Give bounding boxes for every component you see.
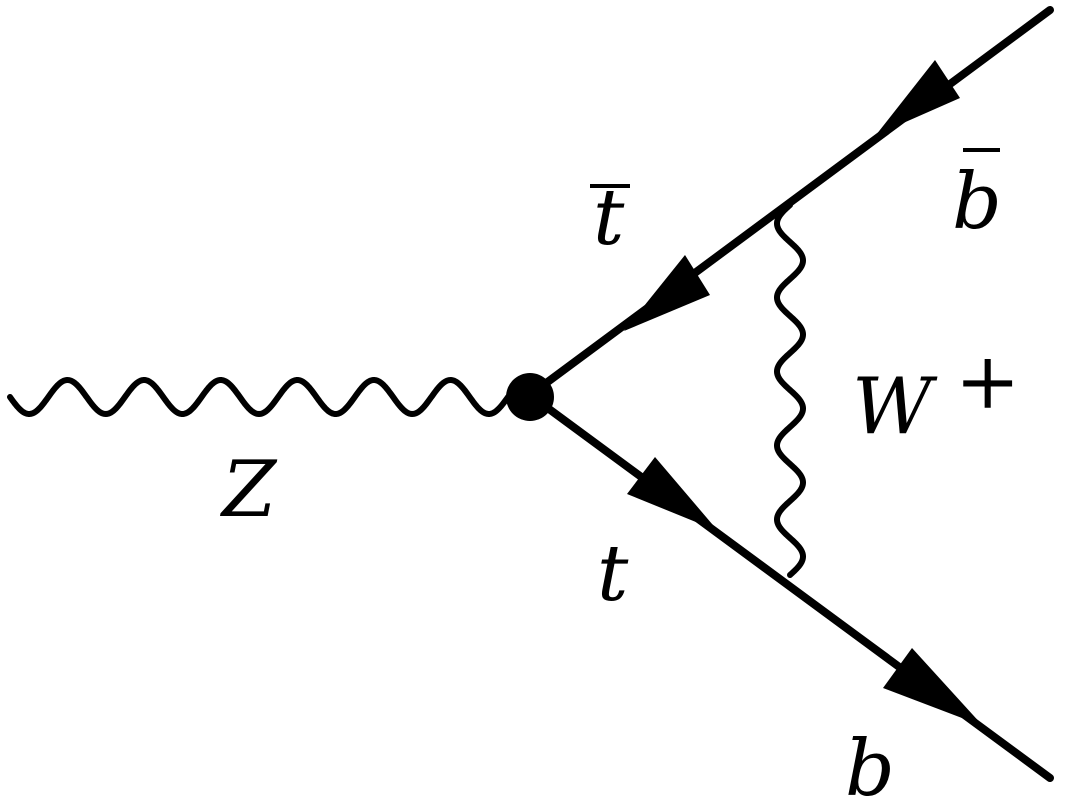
bottom-quark-label: b bbox=[845, 724, 895, 806]
top-antiquark-line bbox=[526, 6, 1054, 399]
bottom-antiquark-label: b bbox=[952, 148, 1002, 247]
bottom-antiquark-arrow bbox=[876, 60, 960, 135]
z-boson-label: Z bbox=[219, 445, 278, 535]
top-antiquark-arrow bbox=[624, 255, 710, 331]
top-quark-arrow bbox=[627, 457, 718, 531]
bottom-antiquark-symbol: b bbox=[952, 157, 1002, 247]
w-boson-propagator bbox=[774, 202, 806, 578]
top-antiquark-label: t bbox=[590, 173, 630, 263]
w-boson-symbol: W bbox=[852, 362, 938, 452]
interaction-vertex bbox=[506, 373, 554, 421]
z-boson-propagator bbox=[7, 377, 511, 417]
w-boson-label: W + bbox=[852, 337, 1020, 452]
w-boson-charge: + bbox=[955, 337, 1020, 427]
top-quark-label: t bbox=[597, 529, 629, 619]
top-antiquark-symbol: t bbox=[593, 173, 625, 263]
bottom-quark-arrow bbox=[883, 648, 983, 726]
